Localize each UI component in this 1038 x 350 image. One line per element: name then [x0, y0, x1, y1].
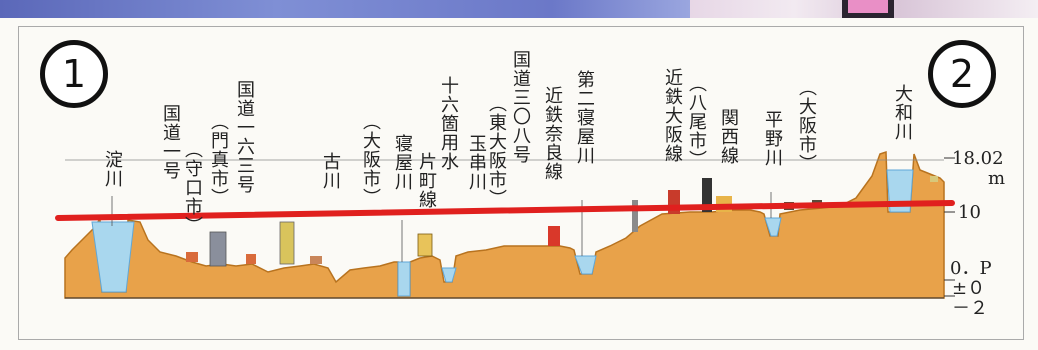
house-2	[246, 254, 256, 264]
marker-end-label: 2	[949, 52, 975, 96]
yamato-tree-1	[930, 176, 938, 182]
label-kintetsu-nara: 近鉄奈良線	[542, 86, 563, 181]
juroku-water	[441, 267, 457, 283]
neyagawa-water	[397, 261, 411, 297]
strip-blue-band	[0, 0, 690, 18]
label-yodogawa: 淀川	[102, 150, 123, 188]
kintetsu-nara-train	[548, 226, 560, 246]
label-neyagawa: 寝屋川	[392, 134, 413, 191]
scale-minus2: －２	[952, 298, 988, 319]
yodogawa-water	[91, 221, 135, 293]
red-level-line	[55, 200, 955, 221]
house-3	[310, 256, 322, 264]
label-higashiosaka: （東大阪市）	[486, 94, 507, 208]
strip-pink-block	[848, 0, 888, 13]
label-furukawa: 古川	[320, 152, 341, 190]
building-tall-1	[632, 200, 638, 232]
label-kansai: 関西線	[718, 108, 739, 165]
label-osaka-city-1: （大阪市）	[360, 112, 381, 207]
scale-op: 0．P	[950, 258, 992, 279]
scale-mid-value: 10	[958, 202, 981, 223]
scale-top-unit: m	[988, 168, 1006, 189]
label-dai2neyagawa: 第二寝屋川	[574, 70, 595, 165]
label-kokudo308: 国道三〇八号	[510, 50, 531, 164]
label-katamachi: 片町線	[416, 152, 437, 209]
label-moriguchi: （守口市）	[182, 140, 203, 235]
marker-start: 1	[40, 40, 108, 108]
marker-start-label: 1	[61, 52, 87, 96]
label-yamato: 大和川	[892, 84, 913, 141]
label-kokudo1: 国道一号	[160, 104, 181, 180]
label-kokudo163: 国道一六三号	[234, 80, 255, 194]
label-tamakushi: 玉串川	[466, 134, 487, 191]
label-yao: （八尾市）	[686, 74, 707, 169]
label-juroku: 十六箇用水	[438, 76, 459, 171]
marker-end: 2	[928, 40, 996, 108]
top-image-strip	[0, 0, 1038, 18]
scale-pm0: ±０	[952, 278, 986, 299]
building-kadoma	[279, 221, 295, 265]
house-1	[186, 252, 198, 262]
label-hirano: 平野川	[762, 110, 783, 167]
building-dark	[702, 178, 712, 212]
building-moriguchi	[209, 231, 227, 267]
label-kintetsu-osaka: 近鉄大阪線	[662, 68, 683, 163]
scale-top-value: 18.02	[952, 148, 1004, 169]
hirano-water	[764, 217, 782, 237]
dai2neyagawa-water	[574, 255, 597, 275]
label-kadoma: （門真市）	[208, 112, 229, 207]
katamachi-train	[417, 233, 433, 257]
label-osaka-city-2: （大阪市）	[796, 78, 817, 173]
